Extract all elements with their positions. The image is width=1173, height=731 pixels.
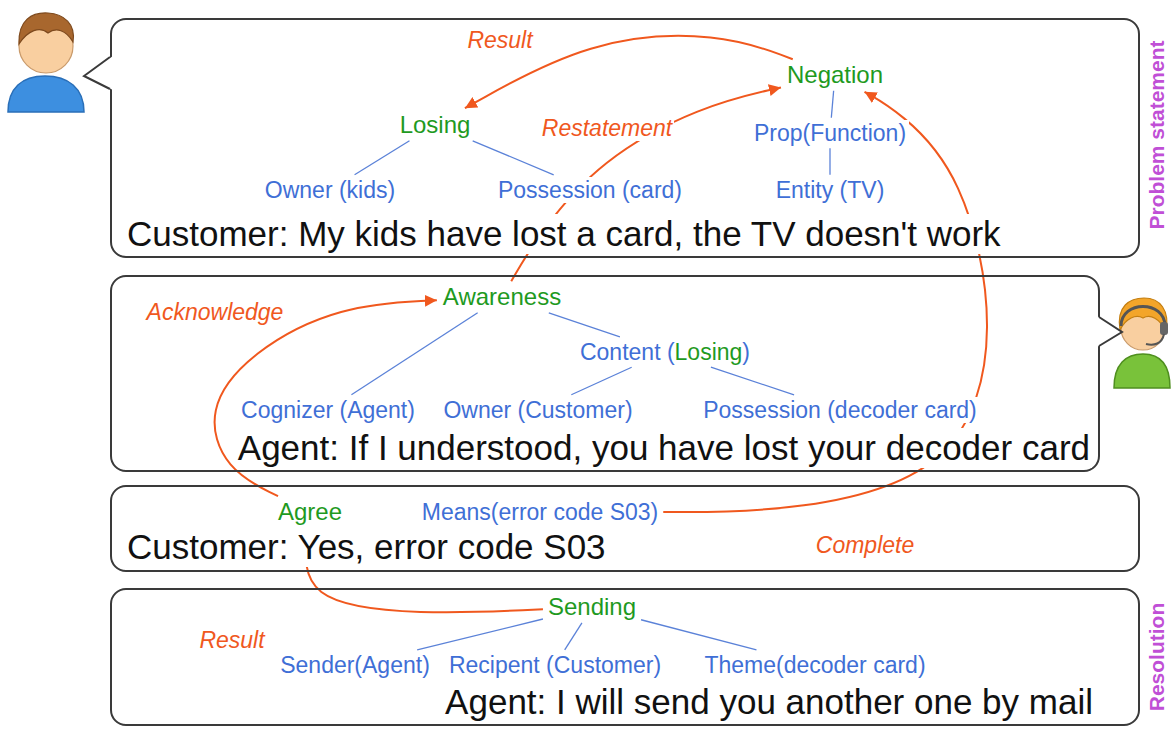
headset-earpiece <box>1160 322 1168 335</box>
headset-band <box>1121 307 1165 327</box>
speech-bubble: Customer: Yes, error code S03Agree Means(… <box>110 485 1140 572</box>
agent-avatar <box>1114 298 1170 388</box>
role-link <box>417 619 543 650</box>
role-link <box>565 623 582 650</box>
section-label: Problem statement <box>1145 40 1168 229</box>
role-link <box>831 91 833 118</box>
role-label: Owner (Customer) <box>440 397 635 423</box>
frame-name: Losing <box>397 111 474 139</box>
role-link <box>571 367 631 395</box>
role-label: Cognizer (Agent) <box>238 397 418 423</box>
role-label: Prop(Function) <box>751 120 909 146</box>
utterance-text: Customer: My kids have lost a card, the … <box>125 214 1003 254</box>
frame-element: Cognizer (Agent) <box>238 397 418 423</box>
frame-label: Sending <box>545 593 639 621</box>
bubble-tail-fill <box>1097 316 1122 347</box>
frame-element: Content (Losing) <box>577 339 753 365</box>
frame-element: Possession (decoder card) <box>700 397 980 423</box>
role-link <box>641 620 756 650</box>
frame-element: Recipent (Customer) <box>446 652 664 678</box>
role-link <box>549 313 620 337</box>
role-link <box>355 141 410 175</box>
relation-label: Restatement <box>540 115 674 141</box>
bubble-tail <box>84 57 110 89</box>
role-label: Theme(decoder card) <box>701 652 928 678</box>
frame-name: Agree <box>275 498 345 526</box>
frame-element: Prop(Function) <box>751 120 909 146</box>
relation-label: Acknowledge <box>145 299 286 325</box>
role-label: Owner (kids) <box>262 177 398 203</box>
bubble-tail-fill <box>84 56 113 90</box>
agent-hair <box>1119 298 1167 332</box>
frame-element: Theme(decoder card) <box>701 652 928 678</box>
relation-label: Result <box>465 27 534 53</box>
role-link <box>711 367 794 395</box>
role-link <box>351 313 477 395</box>
frame-name: Sending <box>545 593 639 621</box>
frame-label: Awareness <box>440 283 564 311</box>
utterance-text: Agent: I will send you another one by ma… <box>443 682 1095 722</box>
role-label: Entity (TV) <box>773 177 888 203</box>
frame-label: Agree <box>275 498 345 526</box>
frame-element: Sender(Agent) <box>277 652 433 678</box>
customer-avatar <box>8 13 84 112</box>
role-link <box>473 141 554 175</box>
role-label: Means(error code S03) <box>419 499 662 525</box>
text-part: Losing <box>675 339 743 365</box>
frame-label: Negation <box>784 61 886 89</box>
text-part: ) <box>742 339 750 365</box>
role-label: Possession (decoder card) <box>700 397 980 423</box>
frame-label: Losing <box>397 111 474 139</box>
headset-mic <box>1146 334 1164 345</box>
speech-bubble: Agent: I will send you another one by ma… <box>110 588 1140 726</box>
frame-name: Negation <box>784 61 886 89</box>
frame-element: Entity (TV) <box>773 177 888 203</box>
section-label: Resolution <box>1145 603 1168 712</box>
utterance-text: Agent: If I understood, you have lost yo… <box>236 428 1092 468</box>
customer-body <box>8 76 84 112</box>
role-label: Sender(Agent) <box>277 652 433 678</box>
role-label: Possession (card) <box>495 177 685 203</box>
frame-name: Awareness <box>440 283 564 311</box>
utterance-text: Customer: Yes, error code S03 <box>125 527 608 567</box>
agent-body <box>1114 354 1170 388</box>
frame-element: Owner (Customer) <box>440 397 635 423</box>
frame-element: Owner (kids) <box>262 177 398 203</box>
customer-hair <box>19 13 74 44</box>
relation-label: Result <box>197 627 266 653</box>
text-part: Content ( <box>580 339 675 365</box>
relation-label: Complete <box>814 532 916 558</box>
frame-element: Means(error code S03) <box>419 499 662 525</box>
role-label: Content (Losing) <box>577 339 753 365</box>
bubble-tail <box>1099 317 1122 346</box>
role-label: Recipent (Customer) <box>446 652 664 678</box>
role-link <box>829 148 830 175</box>
frame-element: Possession (card) <box>495 177 685 203</box>
